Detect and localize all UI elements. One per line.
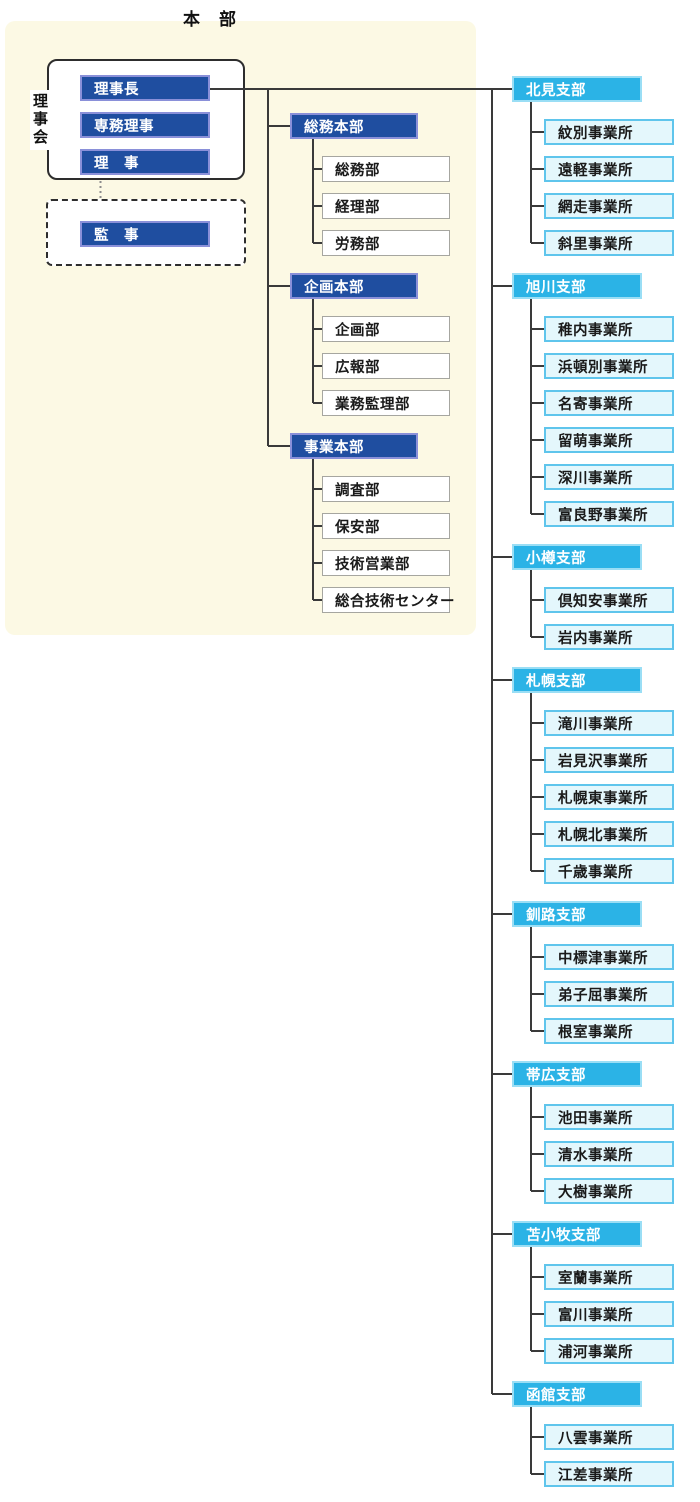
page-title: 本 部 bbox=[183, 10, 237, 29]
board-label: 理事会 bbox=[30, 90, 49, 150]
office-box-1-4: 深川事業所 bbox=[544, 464, 674, 490]
office-box-5-1: 清水事業所 bbox=[544, 1141, 674, 1167]
office-box-2-1: 岩内事業所 bbox=[544, 624, 674, 650]
department-box-2-3: 総合技術センター bbox=[322, 587, 455, 613]
office-box-1-1: 浜頓別事業所 bbox=[544, 353, 674, 379]
branch-box-7: 函館支部 bbox=[512, 1381, 642, 1407]
branch-box-4: 釧路支部 bbox=[512, 901, 642, 927]
division-box-0: 総務本部 bbox=[290, 113, 418, 139]
box-auditor: 監 事 bbox=[80, 221, 210, 247]
office-box-0-2: 網走事業所 bbox=[544, 193, 674, 219]
office-box-3-0: 滝川事業所 bbox=[544, 710, 674, 736]
department-box-2-0: 調査部 bbox=[322, 476, 450, 502]
department-box-2-1: 保安部 bbox=[322, 513, 450, 539]
branch-box-5: 帯広支部 bbox=[512, 1061, 642, 1087]
office-box-0-3: 斜里事業所 bbox=[544, 230, 674, 256]
office-box-5-2: 大樹事業所 bbox=[544, 1178, 674, 1204]
office-box-6-2: 浦河事業所 bbox=[544, 1338, 674, 1364]
branch-box-1: 旭川支部 bbox=[512, 273, 642, 299]
office-box-3-4: 千歳事業所 bbox=[544, 858, 674, 884]
division-box-1: 企画本部 bbox=[290, 273, 418, 299]
office-box-4-0: 中標津事業所 bbox=[544, 944, 674, 970]
office-box-6-0: 室蘭事業所 bbox=[544, 1264, 674, 1290]
office-box-2-0: 倶知安事業所 bbox=[544, 587, 674, 613]
box-director: 理 事 bbox=[80, 149, 210, 175]
office-box-1-2: 名寄事業所 bbox=[544, 390, 674, 416]
office-box-4-1: 弟子屈事業所 bbox=[544, 981, 674, 1007]
office-box-0-0: 紋別事業所 bbox=[544, 119, 674, 145]
department-box-2-2: 技術営業部 bbox=[322, 550, 450, 576]
department-box-1-2: 業務監理部 bbox=[322, 390, 450, 416]
box-executive-director: 専務理事 bbox=[80, 112, 210, 138]
office-box-1-3: 留萌事業所 bbox=[544, 427, 674, 453]
branch-box-3: 札幌支部 bbox=[512, 667, 642, 693]
department-box-0-1: 経理部 bbox=[322, 193, 450, 219]
office-box-6-1: 富川事業所 bbox=[544, 1301, 674, 1327]
branch-box-2: 小樽支部 bbox=[512, 544, 642, 570]
office-box-7-1: 江差事業所 bbox=[544, 1461, 674, 1487]
office-box-3-2: 札幌東事業所 bbox=[544, 784, 674, 810]
branch-box-0: 北見支部 bbox=[512, 76, 642, 102]
office-box-1-5: 富良野事業所 bbox=[544, 501, 674, 527]
office-box-3-1: 岩見沢事業所 bbox=[544, 747, 674, 773]
branch-box-6: 苫小牧支部 bbox=[512, 1221, 642, 1247]
office-box-5-0: 池田事業所 bbox=[544, 1104, 674, 1130]
office-box-0-1: 遠軽事業所 bbox=[544, 156, 674, 182]
office-box-1-0: 稚内事業所 bbox=[544, 316, 674, 342]
department-box-0-2: 労務部 bbox=[322, 230, 450, 256]
office-box-7-0: 八雲事業所 bbox=[544, 1424, 674, 1450]
division-box-2: 事業本部 bbox=[290, 433, 418, 459]
box-chairman: 理事長 bbox=[80, 75, 210, 101]
office-box-3-3: 札幌北事業所 bbox=[544, 821, 674, 847]
department-box-0-0: 総務部 bbox=[322, 156, 450, 182]
department-box-1-1: 広報部 bbox=[322, 353, 450, 379]
department-box-1-0: 企画部 bbox=[322, 316, 450, 342]
office-box-4-2: 根室事業所 bbox=[544, 1018, 674, 1044]
